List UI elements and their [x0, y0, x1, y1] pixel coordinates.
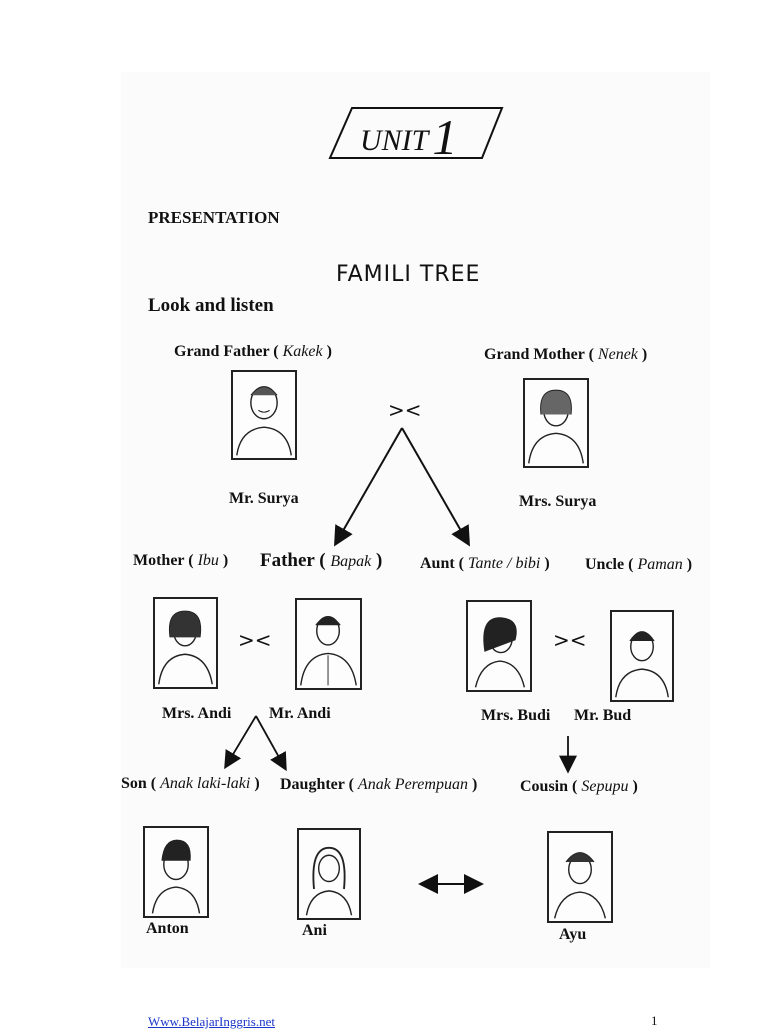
section-heading: PRESENTATION — [148, 208, 280, 227]
father-name: Mr. Andi — [269, 705, 331, 722]
grandparents-marriage-symbol: >< — [388, 398, 422, 422]
instruction: Look and listen — [148, 295, 274, 316]
daughter-name: Ani — [302, 922, 327, 939]
arrow-to-father — [334, 427, 403, 547]
cousin-label: Cousin ( Sepupu ) — [520, 778, 638, 795]
arrow-to-aunt — [401, 427, 470, 547]
mother-portrait — [153, 597, 218, 689]
aunt-portrait — [466, 600, 532, 692]
scanned-page — [121, 72, 710, 968]
mother-label: Mother ( Ibu ) — [133, 552, 229, 569]
cousin-portrait — [547, 831, 613, 923]
grandmother-portrait — [523, 378, 589, 468]
grandmother-label: Grand Mother ( Nenek ) — [484, 346, 648, 363]
uncle-label: Uncle ( Paman ) — [585, 556, 693, 573]
unit-banner: UNIT 1 — [360, 112, 457, 162]
uncle-portrait — [610, 610, 674, 702]
grandmother-name: Mrs. Surya — [519, 493, 597, 510]
arrow-to-daughter — [255, 715, 287, 772]
grandfather-name: Mr. Surya — [229, 490, 299, 507]
grandfather-portrait — [231, 370, 297, 460]
son-name: Anton — [146, 920, 189, 937]
page-number: 1 — [651, 1013, 658, 1028]
daughter-label: Daughter ( Anak Perempuan ) — [280, 776, 478, 793]
arrow-to-son — [224, 715, 257, 770]
uncle-name: Mr. Bud — [574, 707, 632, 724]
footer-link-text[interactable]: Www.BelajarInggris.net — [148, 1014, 275, 1029]
unit-number: 1 — [432, 109, 458, 165]
aunt-label: Aunt ( Tante / bibi ) — [420, 555, 550, 572]
cousin-name: Ayu — [559, 926, 587, 943]
father-portrait — [295, 598, 362, 690]
son-label: Son ( Anak laki-laki ) — [121, 775, 260, 792]
unit-word: UNIT — [360, 124, 429, 157]
grandfather-label: Grand Father ( Kakek ) — [174, 343, 332, 360]
son-portrait — [143, 826, 209, 918]
mother-name: Mrs. Andi — [162, 705, 232, 722]
parents-marriage-symbol-right: >< — [553, 628, 587, 652]
footer-website-link[interactable]: Www.BelajarInggris.net — [148, 1013, 275, 1031]
aunt-name: Mrs. Budi — [481, 707, 551, 724]
tree-title: FAMILI TREE — [336, 262, 481, 287]
parents-marriage-symbol-left: >< — [238, 628, 272, 652]
daughter-portrait — [297, 828, 361, 920]
father-label: Father ( Bapak ) — [260, 550, 383, 571]
